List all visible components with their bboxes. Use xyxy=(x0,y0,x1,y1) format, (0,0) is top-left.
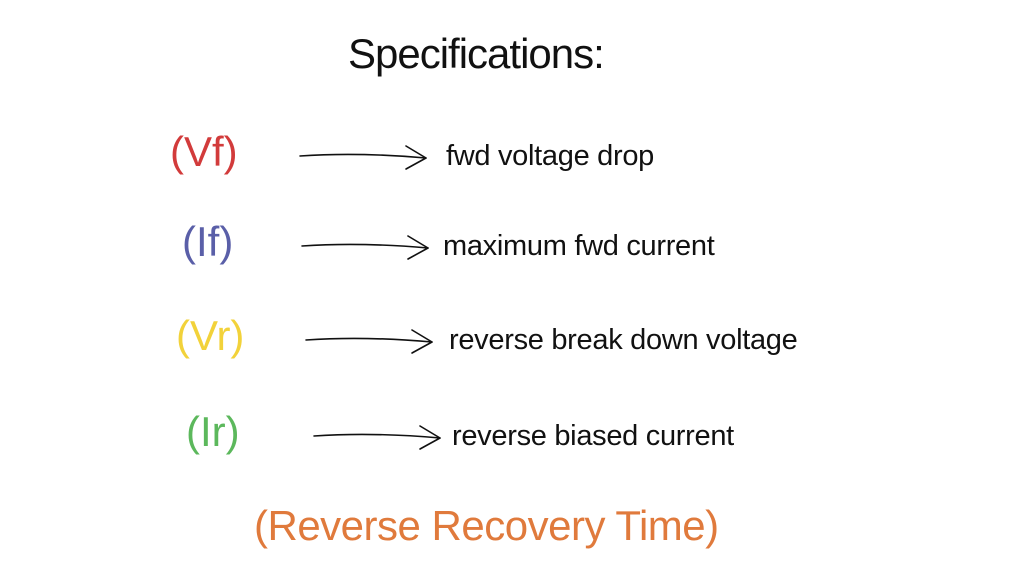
spec-description-if: maximum fwd current xyxy=(443,230,715,262)
right-arrow-icon xyxy=(301,235,429,260)
spec-symbol-ir: (Ir) xyxy=(186,408,240,455)
spec-symbol-if: (If) xyxy=(182,218,234,265)
spec-description-vf: fwd voltage drop xyxy=(446,140,654,172)
spec-row-vf: (Vf) fwd voltage drop xyxy=(0,128,1024,188)
spec-row-ir: (Ir) reverse biased current xyxy=(0,408,1024,468)
right-arrow-icon xyxy=(299,145,427,170)
footer-note: (Reverse Recovery Time) xyxy=(254,502,719,549)
spec-symbol-vr: (Vr) xyxy=(176,312,245,359)
right-arrow-icon xyxy=(313,425,441,450)
spec-description-ir: reverse biased current xyxy=(452,420,734,452)
spec-description-vr: reverse break down voltage xyxy=(449,324,798,356)
page-title: Specifications: xyxy=(348,30,605,77)
spec-row-if: (If) maximum fwd current xyxy=(0,218,1024,278)
spec-symbol-vf: (Vf) xyxy=(170,128,238,175)
right-arrow-icon xyxy=(305,329,433,354)
spec-row-vr: (Vr) reverse break down voltage xyxy=(0,312,1024,372)
